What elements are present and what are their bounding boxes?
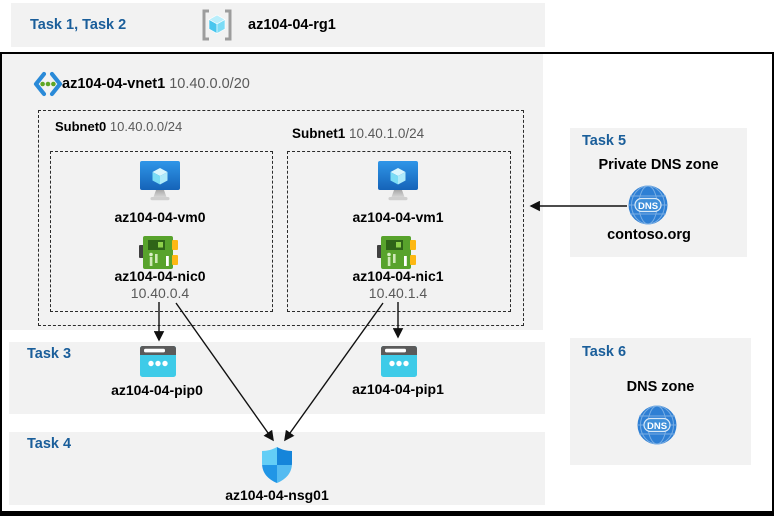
virtual-network-icon — [33, 71, 63, 97]
pip1-label: az104-04-pip1 — [352, 381, 444, 397]
nic0-label: az104-04-nic0 — [114, 268, 206, 284]
task1-task2-band: Task 1, Task 2 az104-04-rg1 — [11, 3, 545, 47]
vm1-label: az104-04-vm1 — [352, 209, 444, 225]
task5-panel: Task 5 Private DNS zone DNS contoso.org — [570, 128, 747, 257]
subnet0-name: Subnet0 — [55, 119, 107, 134]
nsg-icon — [261, 446, 293, 484]
nsg-label: az104-04-nsg01 — [225, 487, 329, 503]
subnet1-cidr: 10.40.1.0/24 — [349, 126, 425, 141]
dns-zone-icon: DNS — [637, 405, 677, 445]
private-dns-zone-name: contoso.org — [607, 227, 691, 243]
resource-group-icon — [200, 8, 234, 42]
vm0-boundary-box — [50, 151, 273, 312]
task1-task2-label: Task 1, Task 2 — [30, 17, 127, 33]
task3-band: Task 3 — [9, 342, 545, 414]
nic1-label: az104-04-nic1 — [352, 268, 444, 284]
vnet-cidr: 10.40.0.0/20 — [169, 76, 250, 92]
nic0-ip: 10.40.0.4 — [130, 285, 190, 301]
subnet0-cidr: 10.40.0.0/24 — [109, 119, 183, 134]
subnet0-box — [38, 110, 524, 326]
pip0-icon — [140, 346, 176, 377]
subnet1-title: Subnet1 10.40.1.0/24 — [292, 126, 424, 141]
vm0-label: az104-04-vm0 — [114, 209, 206, 225]
private-dns-zone-title: Private DNS zone — [598, 157, 719, 173]
nic1-icon — [377, 234, 417, 271]
pip0-label: az104-04-pip0 — [111, 382, 203, 398]
task5-label: Task 5 — [582, 133, 627, 149]
vm1-boundary-box — [287, 151, 511, 312]
task6-panel: Task 6 DNS zone DNS — [570, 338, 751, 465]
vnet-name: az104-04-vnet1 — [62, 76, 166, 92]
nic0-icon — [139, 234, 179, 271]
vm0-icon — [137, 157, 183, 203]
subnet1-name: Subnet1 — [292, 126, 346, 141]
nic1-ip: 10.40.1.4 — [368, 285, 428, 301]
task3-label: Task 3 — [27, 346, 72, 362]
dns-zone-title: DNS zone — [626, 379, 695, 395]
vm1-icon — [375, 157, 421, 203]
vnet-title: az104-04-vnet1 10.40.0.0/20 — [62, 76, 250, 92]
private-dns-icon: DNS — [628, 185, 668, 225]
diagram-frame — [0, 52, 774, 516]
dns-icon-text: DNS — [647, 421, 667, 432]
resource-group-name: az104-04-rg1 — [248, 17, 336, 33]
dns-icon-text: DNS — [638, 201, 658, 212]
subnet0-title: Subnet0 10.40.0.0/24 — [55, 119, 182, 134]
pip1-icon — [381, 346, 417, 377]
task6-label: Task 6 — [582, 344, 627, 360]
task4-label: Task 4 — [27, 436, 72, 452]
